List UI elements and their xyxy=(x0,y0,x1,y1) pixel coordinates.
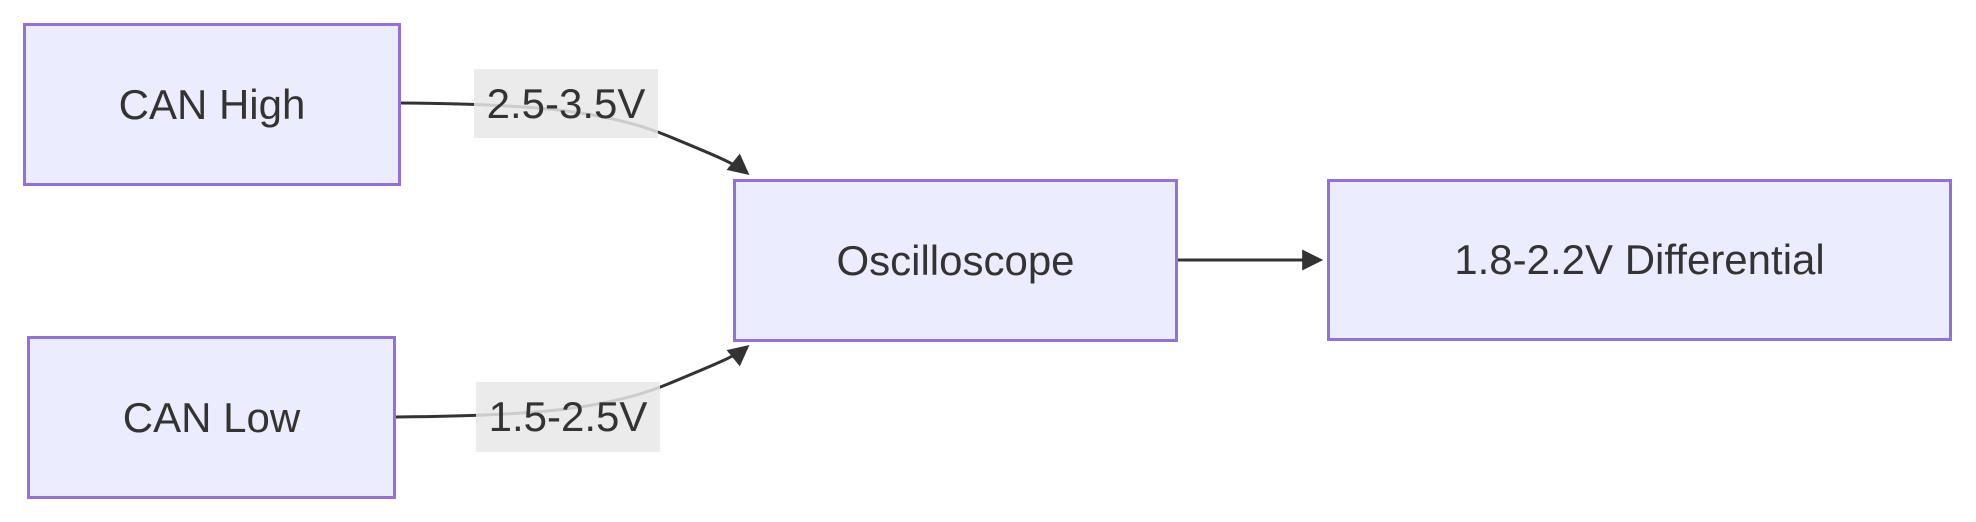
edge-label-can-low: 1.5-2.5V xyxy=(476,382,660,452)
node-can-low: CAN Low xyxy=(27,336,396,499)
node-can-low-label: CAN Low xyxy=(122,393,301,441)
edge-label-can-high-text: 2.5-3.5V xyxy=(486,79,646,127)
edge-label-can-high: 2.5-3.5V xyxy=(474,69,658,138)
node-differential-label: 1.8-2.2V Differential xyxy=(1454,236,1825,283)
node-can-high-label: CAN High xyxy=(118,80,306,128)
node-can-high: CAN High xyxy=(23,23,401,186)
node-oscilloscope: Oscilloscope xyxy=(733,179,1178,342)
node-oscilloscope-label: Oscilloscope xyxy=(836,236,1075,284)
node-differential: 1.8-2.2V Differential xyxy=(1327,179,1952,341)
edge-label-can-low-text: 1.5-2.5V xyxy=(488,393,648,440)
